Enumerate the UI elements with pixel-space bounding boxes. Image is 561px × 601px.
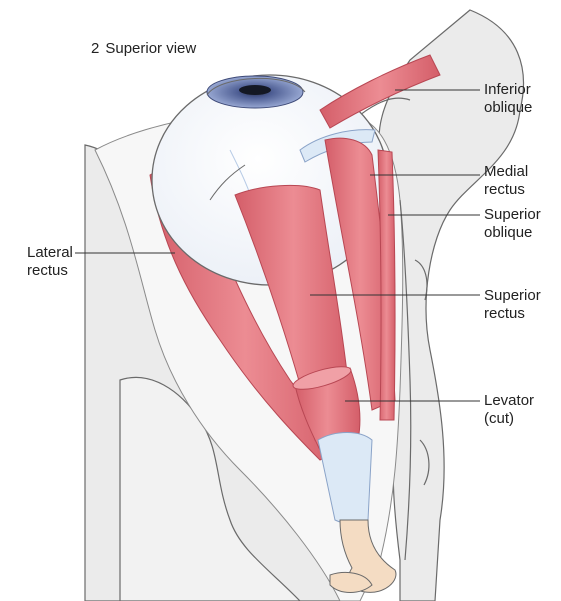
label-superior-rectus: Superior rectus (484, 287, 541, 323)
pupil (239, 85, 271, 95)
label-medial-rectus: Medial rectus (484, 163, 528, 199)
superior-oblique-muscle (378, 150, 395, 420)
label-superior-oblique: Superior oblique (484, 206, 541, 242)
label-inferior-oblique: Inferior oblique (484, 81, 532, 117)
label-lateral-rectus: Lateral rectus (27, 244, 73, 280)
label-levator: Levator (cut) (484, 392, 534, 428)
